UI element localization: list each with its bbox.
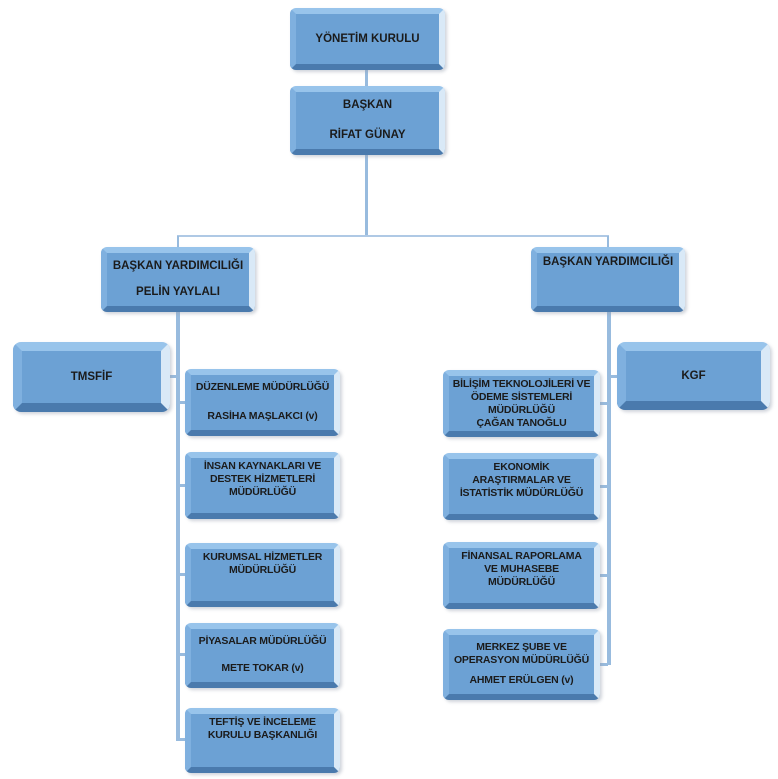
node-person-name: ÇAĞAN TANOĞLU	[476, 417, 567, 429]
node-person-name: RİFAT GÜNAY	[329, 129, 406, 141]
org-node-insan-kaynaklari-mudurlugu: İNSAN KAYNAKLARI VE DESTEK HİZMETLERİ MÜ…	[185, 452, 340, 519]
node-title: TEFTİŞ VE İNCELEME KURULU BAŞKANLIĞI	[207, 716, 318, 741]
connector-stub-ekonomik	[600, 485, 608, 488]
node-title: DÜZENLEME MÜDÜRLÜĞÜ	[195, 381, 330, 393]
org-node-finansal-raporlama-mudurlugu: FİNANSAL RAPORLAMA VE MUHASEBE MÜDÜRLÜĞÜ	[443, 542, 600, 609]
connector-stub-insan-kaynaklari	[176, 484, 185, 487]
node-title: BAŞKAN YARDIMCILIĞI	[112, 260, 244, 272]
connector-stub-finansal	[600, 574, 608, 577]
org-node-bilisim-teknolojileri-mudurlugu: BİLİŞİM TEKNOLOJİLERİ VE ÖDEME SİSTEMLER…	[443, 370, 600, 437]
node-title: TMSFİF	[70, 371, 113, 383]
connector-split-horizontal	[177, 235, 609, 237]
node-title: BAŞKAN	[342, 99, 393, 111]
node-title: MERKEZ ŞUBE VE OPERASYON MÜDÜRLÜĞÜ	[453, 641, 590, 666]
connector-drop-right-branch	[607, 236, 609, 247]
org-node-ekonomik-arastirmalar-mudurlugu: EKONOMİK ARAŞTIRMALAR VE İSTATİSTİK MÜDÜ…	[443, 453, 600, 520]
node-person-name: AHMET ERÜLGEN (v)	[469, 674, 574, 686]
node-title: PİYASALAR MÜDÜRLÜĞÜ	[198, 635, 327, 647]
connector-yonetim-baskan	[365, 70, 368, 87]
org-node-teftis-kurulu-baskanligi: TEFTİŞ VE İNCELEME KURULU BAŞKANLIĞI	[185, 708, 340, 773]
org-node-kurumsal-hizmetler-mudurlugu: KURUMSAL HİZMETLER MÜDÜRLÜĞÜ	[185, 543, 340, 607]
node-title: BAŞKAN YARDIMCILIĞI	[542, 256, 674, 268]
node-title: YÖNETİM KURULU	[315, 33, 420, 45]
org-node-kgf: KGF	[617, 342, 770, 410]
connector-stub-piyasalar	[176, 653, 185, 656]
org-node-baskan-yardimciligi-sag: BAŞKAN YARDIMCILIĞI	[531, 247, 685, 312]
connector-right-spine	[607, 312, 611, 665]
node-title: BİLİŞİM TEKNOLOJİLERİ VE ÖDEME SİSTEMLER…	[452, 378, 591, 416]
org-node-piyasalar-mudurlugu: PİYASALAR MÜDÜRLÜĞÜ METE TOKAR (v)	[185, 623, 340, 688]
connector-drop-left-branch	[177, 236, 179, 247]
org-node-merkez-sube-mudurlugu: MERKEZ ŞUBE VE OPERASYON MÜDÜRLÜĞÜ AHMET…	[443, 629, 600, 700]
connector-stub-kgf	[610, 375, 618, 378]
org-node-tmsfif: TMSFİF	[13, 342, 170, 412]
org-node-duzenleme-mudurlugu: DÜZENLEME MÜDÜRLÜĞÜ RASİHA MAŞLAKCI (v)	[185, 369, 340, 436]
node-person-name: METE TOKAR (v)	[221, 662, 304, 674]
connector-stub-bilisim	[600, 402, 608, 405]
node-person-name: RASİHA MAŞLAKCI (v)	[207, 410, 318, 422]
node-person-name: PELİN YAYLALI	[136, 286, 220, 298]
node-title: KURUMSAL HİZMETLER MÜDÜRLÜĞÜ	[202, 551, 323, 576]
connector-stub-teftis	[176, 738, 185, 741]
org-node-yonetim-kurulu: YÖNETİM KURULU	[290, 8, 445, 70]
node-title: KGF	[681, 370, 706, 382]
connector-stub-tmsfif	[169, 375, 177, 378]
connector-stub-merkez-sube	[600, 663, 608, 666]
node-title: FİNANSAL RAPORLAMA VE MUHASEBE MÜDÜRLÜĞÜ	[461, 550, 582, 588]
node-title: İNSAN KAYNAKLARI VE DESTEK HİZMETLERİ MÜ…	[203, 460, 322, 498]
connector-stub-kurumsal	[176, 573, 185, 576]
connector-baskan-drop	[365, 155, 368, 236]
org-node-baskan-yardimciligi-sol: BAŞKAN YARDIMCILIĞI PELİN YAYLALI	[101, 247, 255, 312]
connector-left-spine	[176, 312, 180, 740]
connector-stub-duzenleme	[176, 401, 185, 404]
org-node-baskan: BAŞKAN RİFAT GÜNAY	[290, 86, 445, 155]
node-title: EKONOMİK ARAŞTIRMALAR VE İSTATİSTİK MÜDÜ…	[459, 461, 584, 499]
